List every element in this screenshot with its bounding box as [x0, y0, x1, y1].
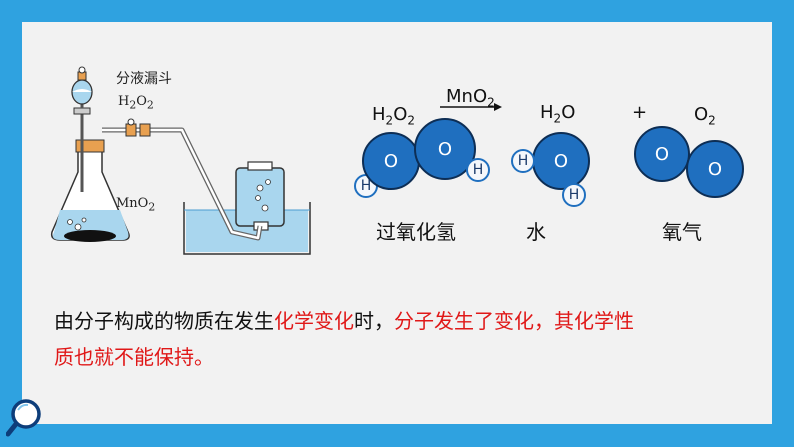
h2o2-oxygen-atom-1: O: [362, 132, 420, 190]
highlight-chemical-change: 化学变化: [274, 309, 354, 333]
product1-formula: H2O: [540, 102, 576, 126]
h2o2-label: H2O2: [118, 94, 154, 112]
reactant-name: 过氧化氢: [376, 220, 456, 244]
h2o-hydrogen-atom-2: H: [562, 183, 586, 207]
funnel-label: 分液漏斗: [116, 71, 172, 87]
reaction-arrow: [440, 103, 502, 111]
highlight-molecule-change: 分子发生了变化，其化学性: [394, 309, 634, 333]
product1-name: 水: [526, 220, 546, 244]
h2o-hydrogen-atom-1: H: [511, 149, 535, 173]
product2-name: 氧气: [662, 220, 702, 244]
h2o2-oxygen-atom-2: O: [414, 118, 476, 180]
oxygen-generation-apparatus: [50, 66, 311, 255]
reactant-formula: H2O2: [372, 104, 415, 128]
explanation-line-1: 由分子构成的物质在发生化学变化时，分子发生了变化，其化学性: [54, 309, 634, 333]
explanation-line-2: 质也就不能保持。: [54, 345, 214, 369]
h2o-oxygen-atom: O: [532, 132, 590, 190]
mno2-label: MnO2: [116, 196, 156, 214]
o2-oxygen-atom-2: O: [686, 140, 744, 198]
slide-panel: 分液漏斗 H2O2 MnO2 H2O2 MnO2 H2O + O2 H O O …: [22, 22, 772, 424]
magnifier-icon: [6, 399, 41, 437]
catalyst-formula: MnO2: [446, 86, 495, 110]
o2-oxygen-atom-1: O: [634, 126, 690, 182]
product2-formula: O2: [694, 104, 716, 128]
h2o2-hydrogen-atom-2: H: [466, 158, 490, 182]
plus-sign: +: [632, 102, 648, 123]
